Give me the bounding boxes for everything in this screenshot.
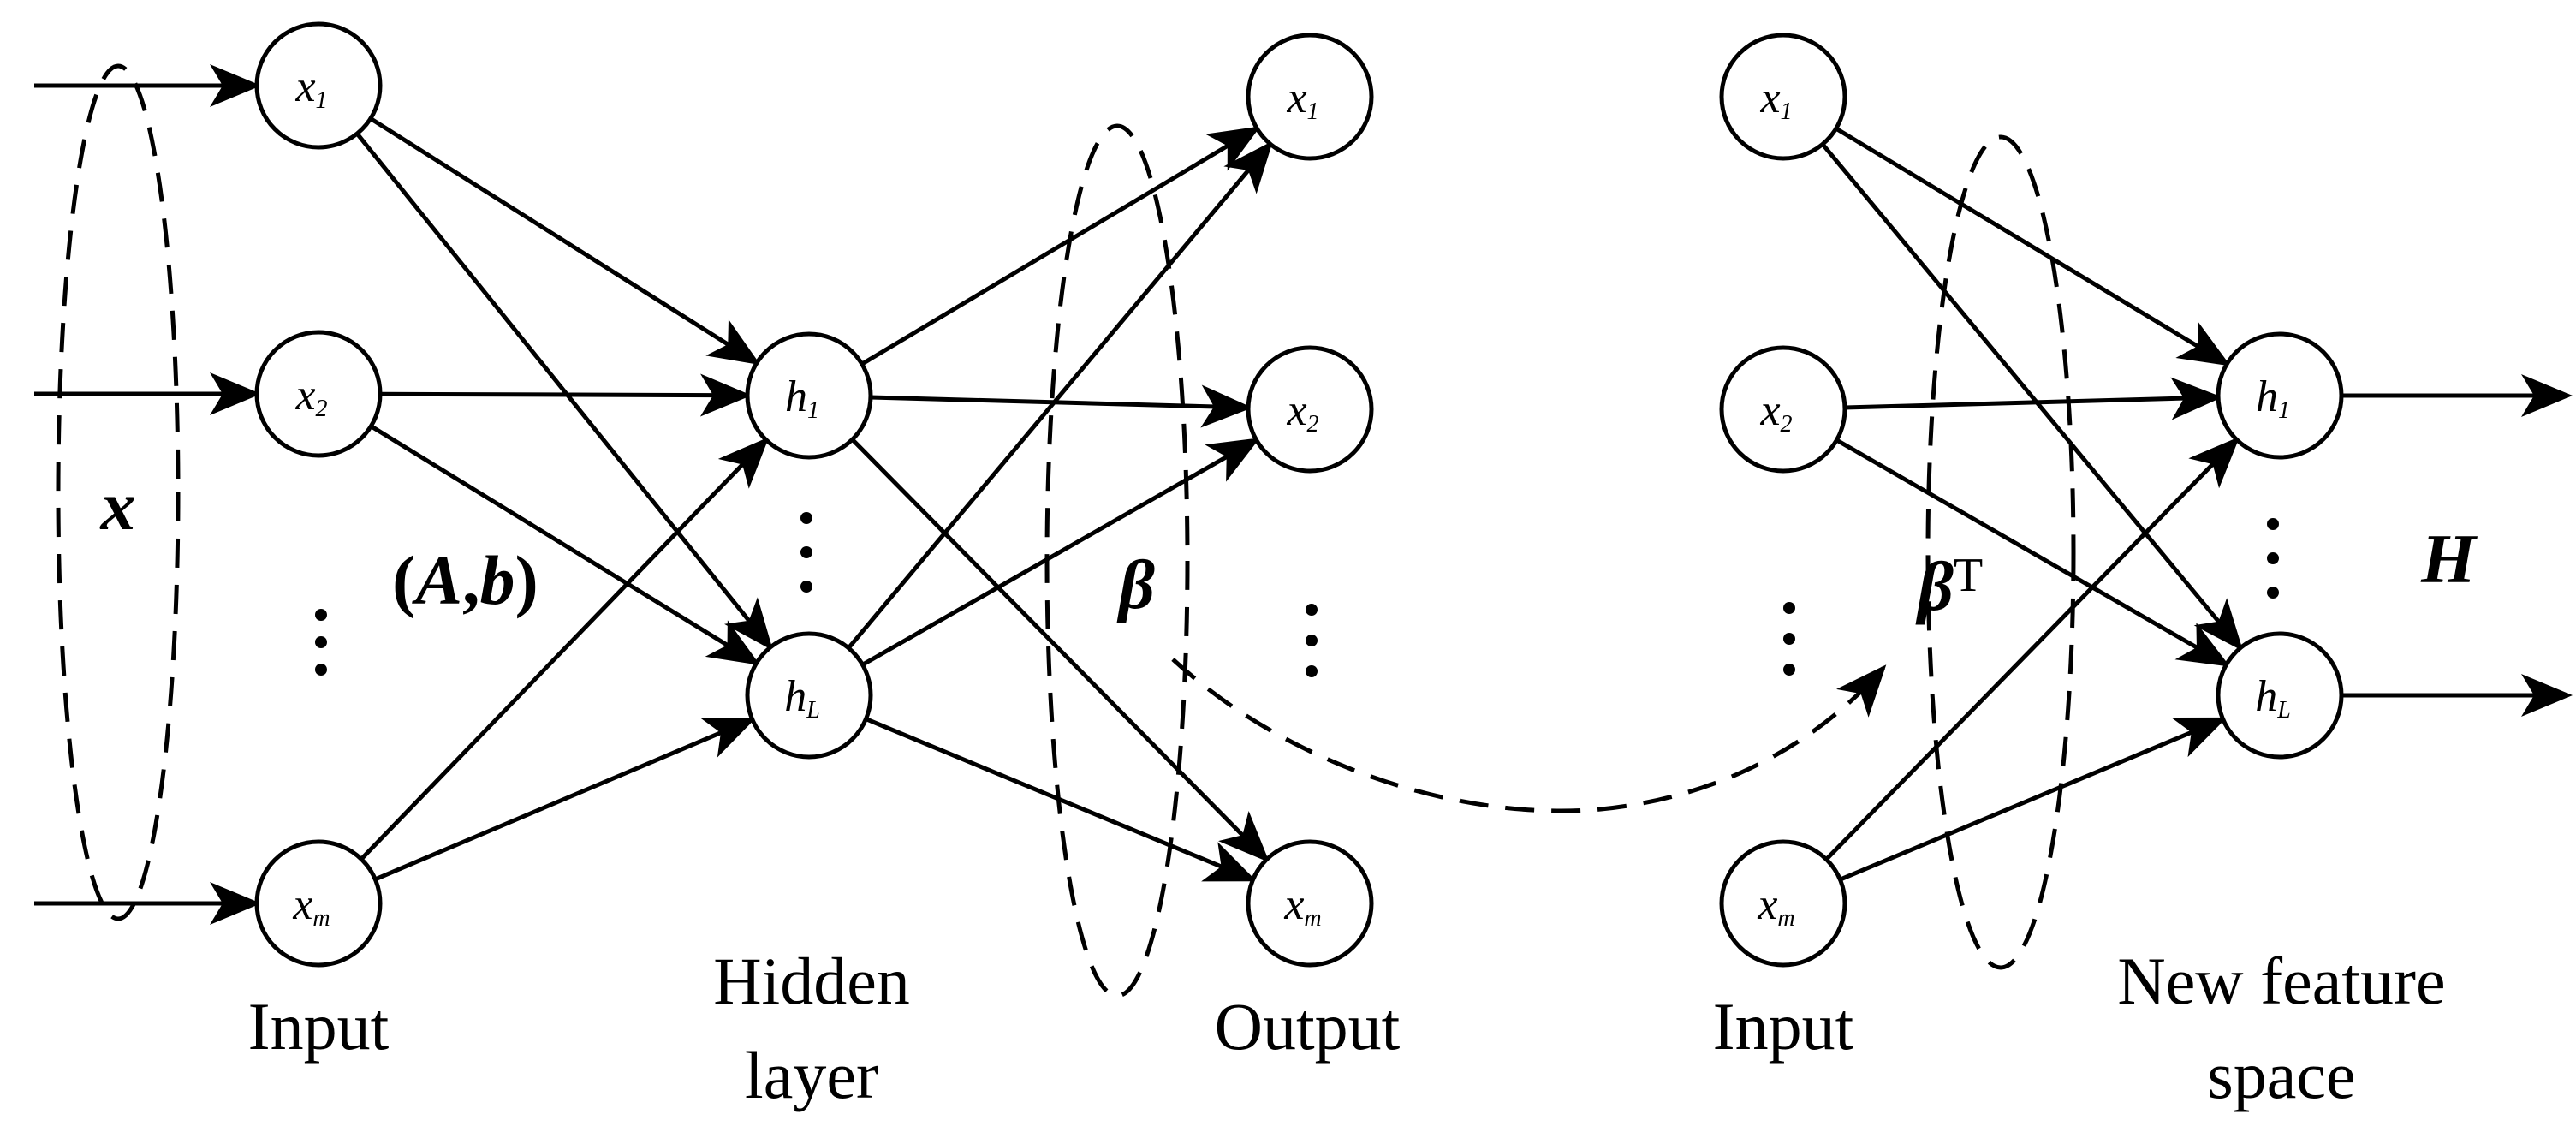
- input2-node-2: x2: [1719, 345, 1847, 474]
- edge-input2-feature-2-0: [1824, 436, 2240, 861]
- input-node-label: xm: [292, 880, 330, 932]
- symbol-beta-transpose: βT: [1915, 547, 1983, 625]
- edge-hidden-output-0-0: [860, 126, 1261, 366]
- caption-feature-line2: space: [2207, 1038, 2355, 1112]
- edge-input2-feature-0-1: [1821, 142, 2244, 652]
- input-group-ellipse: [56, 63, 181, 921]
- hidden-node-label: hL: [784, 672, 820, 724]
- input-node-2: x2: [254, 330, 383, 458]
- edge-input-hidden-2-1: [374, 717, 757, 882]
- input2-node-label: xm: [1757, 880, 1794, 932]
- input-node-label: x1: [294, 63, 327, 114]
- feature-ellipsis-dots: [2267, 518, 2279, 599]
- beta-t-group-ellipse: [1925, 134, 2076, 970]
- edge-input-hidden-2-0: [360, 437, 770, 861]
- nodes: x1 x2 xm h1 hL x1 x2 xm x1 x2 xm h1 hL: [254, 21, 2344, 968]
- output-node-label: x1: [1286, 74, 1318, 125]
- edge-input2-feature-1-0: [1844, 377, 2223, 420]
- symbol-h-output: H: [2420, 520, 2478, 598]
- beta-group-ellipse: [1044, 123, 1190, 998]
- edge-hidden-output-0-2: [850, 438, 1270, 863]
- input2-node-label: x1: [1759, 74, 1792, 125]
- output-node-1: x1: [1246, 33, 1374, 161]
- edge-hidden-output-1-1: [861, 438, 1260, 667]
- feature-node-label: hL: [2255, 672, 2291, 724]
- edge-input-hidden-1-1: [370, 424, 760, 665]
- connection-edges: [34, 64, 2573, 925]
- output-node-2: x2: [1246, 345, 1374, 474]
- hidden-ellipsis-dots: [800, 512, 812, 593]
- feature-node-label: h1: [2256, 372, 2290, 424]
- caption-input-right: Input: [1713, 989, 1854, 1064]
- edge-input2-feature-0-0: [1835, 126, 2231, 366]
- caption-output: Output: [1215, 989, 1401, 1064]
- input2-node-m: xm: [1719, 839, 1847, 968]
- hidden-node-L: hL: [745, 631, 873, 760]
- edge-hidden-output-0-1: [870, 384, 1253, 428]
- input-node-label: x2: [294, 371, 327, 422]
- feature-node-L: hL: [2216, 631, 2344, 760]
- input2-ellipsis-dots: [1783, 602, 1795, 676]
- beta-transfer-curve: [1171, 658, 1887, 813]
- output-node-label: x2: [1286, 386, 1318, 438]
- input2-node-1: x1: [1719, 33, 1847, 161]
- hidden-node-1: h1: [745, 331, 873, 460]
- edge-input2-feature-1-1: [1835, 438, 2230, 667]
- output-ellipsis-dots: [1306, 604, 1318, 677]
- input-node-m: xm: [254, 839, 383, 968]
- symbol-weights-bias: (A,b): [392, 541, 538, 619]
- input2-node-label: x2: [1759, 386, 1792, 438]
- output-node-label: xm: [1283, 880, 1321, 932]
- symbol-beta: β: [1116, 545, 1155, 623]
- edge-input-hidden-0-0: [369, 116, 761, 366]
- edge-input2-feature-2-1: [1839, 717, 2228, 882]
- caption-hidden-line1: Hidden: [713, 944, 910, 1018]
- symbol-x: x: [100, 467, 136, 545]
- edge-input-hidden-0-1: [355, 132, 773, 651]
- output-node-m: xm: [1246, 839, 1374, 968]
- hidden-node-label: h1: [785, 372, 819, 424]
- edge-input-hidden-1-0: [379, 373, 753, 417]
- edge-hidden-output-1-0: [847, 140, 1273, 650]
- input-node-1: x1: [254, 21, 383, 150]
- caption-input-left: Input: [248, 989, 390, 1064]
- caption-hidden-line2: layer: [745, 1038, 878, 1112]
- caption-feature-line1: New feature: [2117, 944, 2445, 1018]
- feature-node-1: h1: [2216, 331, 2344, 460]
- input-ellipsis-dots: [315, 609, 327, 676]
